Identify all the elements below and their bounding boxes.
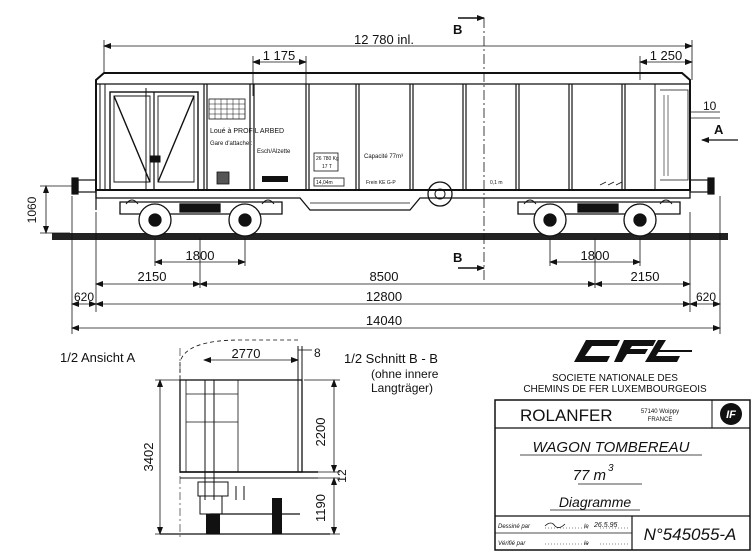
dim-buffer-left: 620 xyxy=(74,290,94,304)
top-dimensions xyxy=(103,40,720,119)
marking-home-station-label: Gare d'attache : xyxy=(210,141,253,147)
view-title-section-line2: (ohne innere xyxy=(371,367,439,381)
height-dimension xyxy=(40,185,78,234)
rail-ground xyxy=(52,233,728,240)
bogie-left xyxy=(119,199,283,237)
sec-dim-thickness: 8 xyxy=(314,346,321,360)
label-section-b-bottom: B xyxy=(453,250,462,265)
sec-dim-body-height: 2200 xyxy=(313,418,328,447)
drawn-by-label: Dessiné par xyxy=(498,524,531,530)
dim-over-buffers: 14040 xyxy=(366,313,402,328)
dim-end-to-bogie-left: 2150 xyxy=(138,269,167,284)
dim-bogie-centers: 8500 xyxy=(370,269,399,284)
manufacturer-address-line1: 57140 Woippy xyxy=(641,409,679,415)
drawing-number: N°545055-A xyxy=(644,525,737,544)
label-section-b-top: B xyxy=(453,22,462,37)
cfl-logo xyxy=(574,340,692,362)
title-block-frame xyxy=(494,399,751,551)
sec-dim-floor-height: 1190 xyxy=(313,494,328,522)
sec-dim-width: 2770 xyxy=(232,346,261,361)
drawn-date: 26.5.95 xyxy=(593,522,617,529)
side-elevation xyxy=(40,15,738,334)
section-view xyxy=(160,339,330,540)
view-title-half-view: 1/2 Ansicht A xyxy=(60,350,135,365)
view-title-section-line1: 1/2 Schnitt B - B xyxy=(344,351,438,366)
marking-side: 0,1 m xyxy=(490,180,503,186)
marking-length: 14,04m xyxy=(316,180,333,186)
dim-end-overhang: 1 250 xyxy=(650,48,683,63)
section-dimensions xyxy=(155,346,340,535)
label-section-a-top: A xyxy=(714,122,724,137)
drawing-title: WAGON TOMBEREAU xyxy=(533,439,690,456)
checker-box xyxy=(216,171,230,185)
svg-text:IF: IF xyxy=(726,409,736,421)
drawing-capacity: 77 m xyxy=(573,467,606,484)
marking-home-station: Esch/Alzette xyxy=(257,149,291,155)
dim-overall-internal: 12 780 inl. xyxy=(354,32,414,47)
company-name-line1: SOCIETE NATIONALE DES xyxy=(552,373,678,384)
brake-cylinder xyxy=(427,181,453,207)
dim-bogie-wheelbase-left: 1800 xyxy=(186,248,215,263)
underframe xyxy=(95,190,691,211)
marking-tare: 17 T xyxy=(322,164,332,170)
dim-bogie-wheelbase-right: 1800 xyxy=(581,248,610,263)
buffer-left xyxy=(71,166,97,210)
view-title-section-line3: Langträger) xyxy=(371,381,433,395)
company-name-line2: CHEMINS DE FER LUXEMBOURGEOIS xyxy=(523,384,707,395)
bogie-right xyxy=(517,199,681,237)
manufacturer-address-line2: FRANCE xyxy=(648,417,673,423)
marking-owner: Loué à PROFIL ARBED xyxy=(210,128,284,135)
drawing-subtitle: Diagramme xyxy=(559,494,632,510)
buffer-right xyxy=(689,177,715,195)
wagon-body-outline xyxy=(95,72,691,191)
sec-dim-gap: 12 xyxy=(335,469,349,483)
checked-date-label: le xyxy=(584,541,589,547)
dim-buffer-right: 620 xyxy=(696,290,716,304)
dim-over-frames: 12800 xyxy=(366,289,402,304)
marking-weights: 26 780 Kg xyxy=(316,156,339,162)
marking-brake: Frein KE G-P xyxy=(366,180,396,186)
dim-ten: 10 xyxy=(703,99,717,113)
dim-height-buffer: 1060 xyxy=(25,196,39,223)
dim-door-width: 1 175 xyxy=(263,48,296,63)
checked-by-label: Vérifié par xyxy=(498,541,526,547)
bottom-dimensions xyxy=(71,196,721,334)
rolanfer-logo: IF xyxy=(720,403,742,425)
dim-end-to-bogie-right: 2150 xyxy=(631,269,660,284)
drawing-capacity-exponent: 3 xyxy=(608,463,614,474)
sec-dim-total-height: 3402 xyxy=(141,443,156,472)
manufacturer: ROLANFER xyxy=(520,406,613,425)
marking-capacity: Capacité 77m³ xyxy=(364,154,403,160)
side-stanchions xyxy=(203,84,626,190)
date-label: le xyxy=(584,524,589,530)
